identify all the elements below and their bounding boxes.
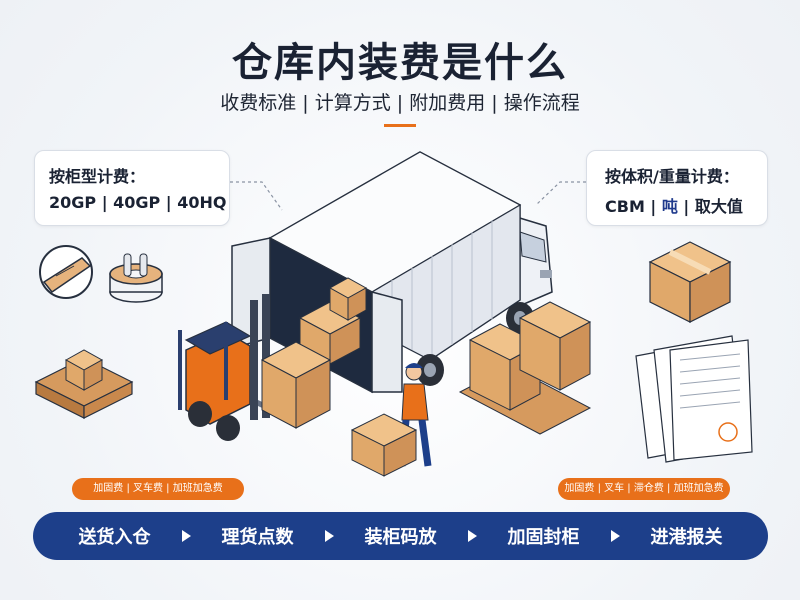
- strap-icon: [39, 245, 93, 299]
- page-title: 仓库内装费是什么: [232, 40, 568, 86]
- tape-roll-icon: [109, 253, 163, 303]
- value-ton: 吨: [661, 197, 678, 216]
- callout-container-type: 按柜型计费： 20GP | 40GP | 40HQ: [34, 150, 230, 226]
- callout-volume-weight: 按体积/重量计费： CBM | 吨 | 取大值: [586, 150, 768, 226]
- pallet-box-icon: [34, 349, 134, 419]
- flow-arrow-icon: [610, 530, 620, 542]
- tag-extra-fees-right: 加固费 | 叉车 | 滞仓费 | 加班加急费: [558, 478, 730, 500]
- flow-arrow-icon: [467, 530, 477, 542]
- flow-step-tally: 理货点数: [221, 527, 294, 548]
- flow-step-sealing: 加固封柜: [507, 527, 580, 548]
- process-flow-bar: 送货入仓 理货点数 装柜码放 加固封柜 进港报关: [33, 512, 768, 560]
- flow-arrow-icon: [181, 530, 191, 542]
- document-icon: [635, 335, 753, 463]
- callout-volume-weight-value: CBM | 吨 | 取大值: [605, 193, 767, 217]
- flow-arrow-icon: [324, 530, 334, 542]
- carton-stack-right: [458, 301, 592, 435]
- connector-right: [535, 181, 586, 206]
- page-subtitle: 收费标准 | 计算方式 | 附加费用 | 操作流程: [220, 92, 580, 114]
- callout-volume-weight-heading: 按体积/重量计费：: [605, 167, 739, 186]
- title-accent-bar: [384, 124, 416, 127]
- callout-container-type-heading: 按柜型计费：: [49, 167, 146, 186]
- carton-icon: [648, 241, 732, 323]
- tag-extra-fees-left: 加固费 | 叉车费 | 加班加急费: [72, 478, 244, 500]
- value-cbm: CBM |: [605, 197, 662, 216]
- forklift-icon: [178, 294, 332, 441]
- flow-step-loading: 装柜码放: [364, 527, 437, 548]
- flow-step-delivery: 送货入仓: [78, 527, 151, 548]
- flow-step-customs: 进港报关: [650, 527, 723, 548]
- worker-icon: [350, 363, 432, 477]
- connector-left: [230, 181, 283, 211]
- container-truck-icon: [231, 151, 553, 394]
- value-max: | 取大值: [677, 197, 743, 216]
- callout-container-type-value: 20GP | 40GP | 40HQ: [49, 193, 227, 212]
